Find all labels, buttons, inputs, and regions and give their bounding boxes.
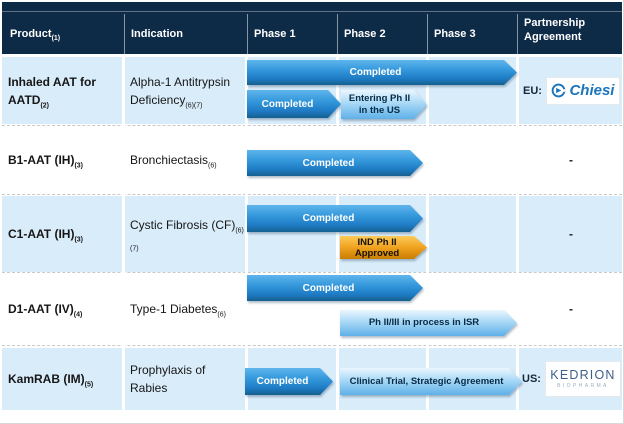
chiesi-logo: Chiesi [546,77,619,104]
partnership-cell: - [520,126,622,194]
column-gap [516,57,519,410]
partnership-region: US: [522,373,541,385]
product-name: KamRAB (IM)(5) [8,372,94,389]
product-footnote: (3) [74,236,83,244]
column-gap [336,57,339,410]
arrow-completed: Completed [247,150,423,176]
indication-footnote: (6)(7) [185,101,203,109]
header-divider [124,14,125,54]
arrow-clinical-trial: Clinical Trial, Strategic Agreement [340,368,522,395]
header-label: Product [10,28,52,40]
header-cell-phase3: Phase 3 [434,28,476,40]
product-footnote: (5) [84,381,94,389]
partnership-dash: - [569,302,573,316]
partnership-cell: US: KEDRION BIOPHARMA [520,348,622,410]
header-cell-phase1: Phase 1 [254,28,296,40]
indication-line1: Alpha-1 Antitrypsin [130,74,231,89]
product-name: Inhaled AAT for AATD(2) [8,57,120,124]
column-gap [245,57,248,410]
header-cell-indication: Indication [131,28,183,40]
indication-name: Bronchiectasis(6) [130,153,217,170]
kedrion-wordmark: KEDRION [550,368,616,383]
row-separator [2,272,622,273]
row-separator [2,194,622,195]
arrow-completed: Completed [247,275,423,301]
chiesi-circle-icon [552,83,566,98]
indication-footnote: (6)(7) [130,227,244,253]
indication-name: Cystic Fibrosis (CF)(6)(7) [130,218,244,253]
partnership-cell: - [520,274,622,344]
kedrion-subtext: BIOPHARMA [557,382,609,389]
header-divider [427,14,428,54]
product-footnote: (3) [74,162,83,170]
arrow-ph2-3-in-process: Ph II/III in process in ISR [340,310,517,336]
header-footnote: (1) [51,35,61,43]
header-cell-phase2: Phase 2 [344,28,386,40]
product-line1: Inhaled AAT for [8,74,96,89]
arrow-completed-phase1: Completed [247,90,341,118]
product-name: D1-AAT (IV)(4) [8,302,83,319]
indication-line2: Deficiency [130,92,186,107]
header-cell-product: Product(1) [10,28,61,43]
arrow-completed: Completed [245,368,333,395]
row-separator [2,125,622,126]
indication-name: Type-1 Diabetes(6) [130,302,226,319]
product-footnote: (2) [40,101,49,109]
header-top-strip [2,2,622,12]
table-header: Product(1) Indication Phase 1 Phase 2 Ph… [2,2,622,54]
partnership-dash: - [569,153,573,167]
row-separator [2,345,622,346]
kedrion-logo: KEDRION BIOPHARMA [545,362,620,396]
indication-name: Alpha-1 Antitrypsin Deficiency(6)(7) [130,57,246,124]
column-gap [122,57,125,410]
header-divider [337,14,338,54]
product-name: C1-AAT (IH)(3) [8,227,83,244]
product-footnote: (4) [73,311,83,319]
partnership-dash: - [569,227,573,241]
header-cell-partnership: Partnership Agreement [524,17,586,44]
product-name: B1-AAT (IH)(3) [8,153,83,170]
header-divider [247,14,248,54]
partnership-cell: EU: Chiesi [520,57,622,124]
arrow-completed: Completed [247,205,423,232]
partnership-region: EU: [523,84,542,97]
indication-footnote: (6) [217,311,226,319]
arrow-completed-phase1-3: Completed [247,60,517,85]
arrow-ind-ph2-approved: IND Ph II Approved [340,236,427,259]
partnership-cell: - [520,196,622,272]
product-line2: AATD [8,92,41,107]
indication-name: Prophylaxis of Rabies [130,363,206,395]
indication-footnote: (6) [208,162,217,170]
column-gap [426,57,429,410]
header-divider [517,14,518,54]
chiesi-wordmark: Chiesi [569,82,615,99]
arrow-entering-ph2: Entering Ph II in the US [341,90,427,119]
